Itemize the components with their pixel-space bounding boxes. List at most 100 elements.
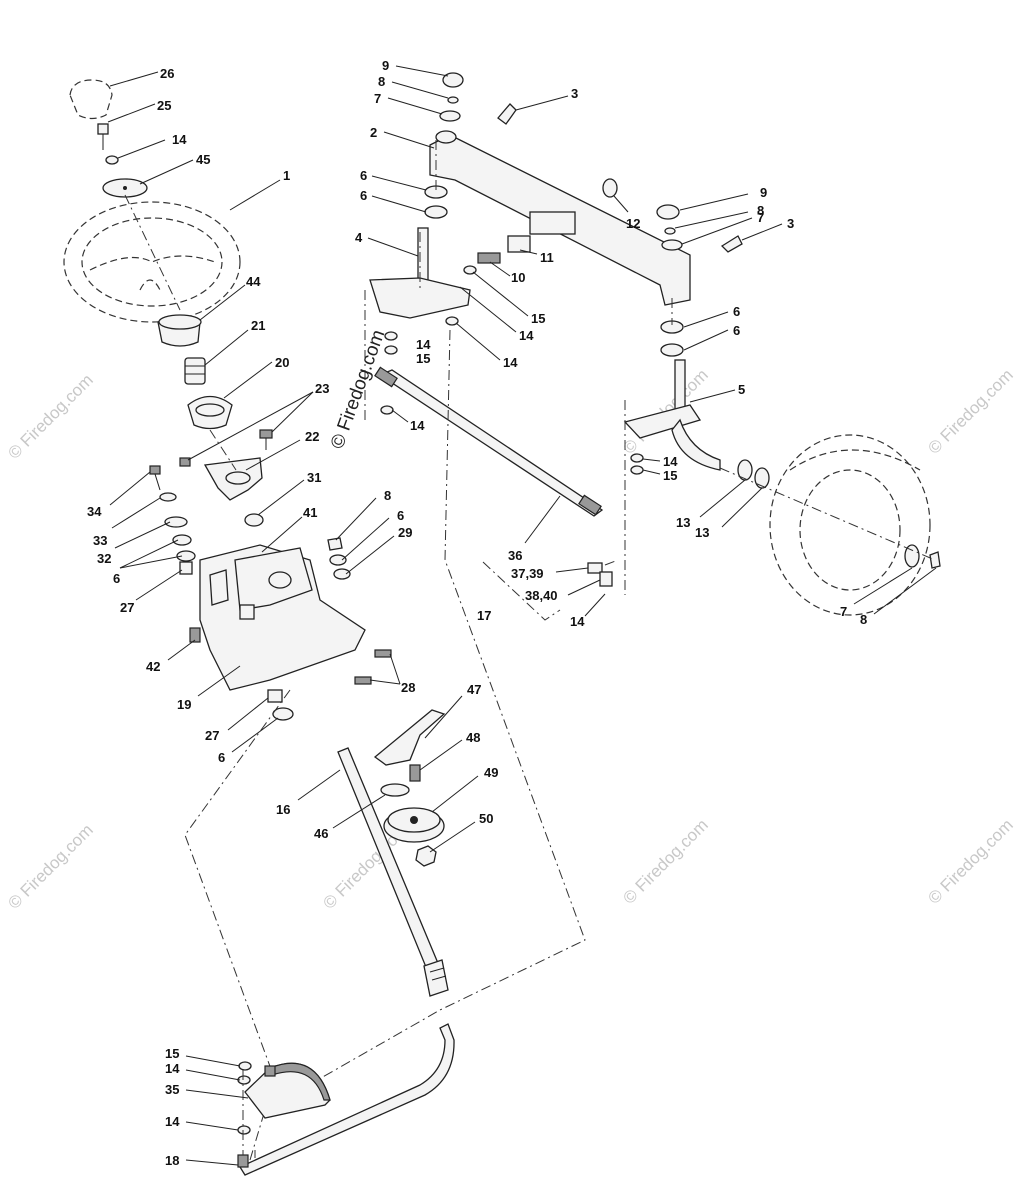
nut-15d — [238, 1061, 252, 1071]
callout-15: 15 — [531, 311, 545, 326]
nut-12 — [602, 178, 618, 198]
watermark-main: © Firedog.com — [327, 327, 389, 452]
washer-7b — [661, 239, 683, 251]
callout-47: 47 — [467, 682, 481, 697]
callout-6: 6 — [733, 304, 740, 319]
callout-18: 18 — [165, 1153, 179, 1168]
callout-38-40: 38,40 — [525, 588, 558, 603]
front-wheel — [769, 434, 931, 616]
callout-31: 31 — [307, 470, 321, 485]
steering-wheel-group — [63, 79, 273, 501]
bushing-6e — [424, 205, 448, 219]
callout-23: 23 — [315, 381, 329, 396]
callout-29: 29 — [398, 525, 412, 540]
washer-15b — [384, 345, 398, 355]
callout-36: 36 — [508, 548, 522, 563]
callout-19: 19 — [177, 697, 191, 712]
grease-fitting-3b — [720, 235, 743, 253]
callout-9: 9 — [760, 185, 767, 200]
spacer-27b — [267, 689, 283, 703]
bushing-6 — [435, 130, 457, 144]
callout-14: 14 — [410, 418, 425, 433]
callout-6: 6 — [360, 168, 367, 183]
callout-7: 7 — [757, 210, 764, 225]
spacer-29 — [333, 568, 351, 580]
callout-14: 14 — [165, 1114, 180, 1129]
callout-14: 14 — [165, 1061, 180, 1076]
steering-wheel — [63, 201, 241, 323]
cap-9 — [442, 72, 464, 88]
bracket-47 — [373, 709, 446, 766]
steering-shaft-group — [337, 747, 449, 997]
callout-44: 44 — [246, 274, 261, 289]
tie-rod-36 — [378, 369, 604, 517]
callout-37-39: 37,39 — [511, 566, 544, 581]
watermark-tile: © Firedog.com — [4, 370, 96, 462]
washer-7c — [904, 544, 920, 568]
callout-14: 14 — [503, 355, 518, 370]
pivot-bolt-10 — [477, 252, 501, 264]
steering-cap — [69, 79, 113, 120]
watermark-tile: © Firedog.com — [4, 820, 96, 912]
bolt-28 — [354, 676, 372, 685]
washer-14 — [105, 155, 119, 165]
bushing-6b — [329, 554, 347, 566]
callout-9: 9 — [382, 58, 389, 73]
bolt-28 — [374, 649, 392, 658]
callout-14: 14 — [570, 614, 585, 629]
callout-14: 14 — [663, 454, 678, 469]
callout-8: 8 — [384, 488, 391, 503]
clip-8b — [664, 227, 676, 235]
callout-3: 3 — [571, 86, 578, 101]
callout-48: 48 — [466, 730, 480, 745]
washer-7 — [439, 110, 461, 122]
callout-4: 4 — [355, 230, 363, 245]
washer-14f — [630, 453, 644, 463]
nut-50 — [415, 845, 437, 867]
pulley-group — [373, 709, 446, 867]
callout-32: 32 — [97, 551, 111, 566]
steering-support-group — [149, 465, 392, 721]
callout-13: 13 — [695, 525, 709, 540]
washer-14e — [445, 316, 459, 326]
watermark-tile: © Firedog.com — [924, 815, 1016, 907]
washer-14c — [384, 331, 398, 341]
callout-6: 6 — [360, 188, 367, 203]
shaft-gear — [423, 959, 449, 997]
callout-8: 8 — [860, 612, 867, 627]
callout-5: 5 — [738, 382, 745, 397]
washer-15c — [630, 465, 644, 475]
callout-22: 22 — [305, 429, 319, 444]
bolt-42 — [189, 627, 201, 643]
callout-7: 7 — [840, 604, 847, 619]
adapter-21 — [184, 357, 206, 385]
callout-34: 34 — [87, 504, 102, 519]
callout-45: 45 — [196, 152, 210, 167]
callout-35: 35 — [165, 1082, 179, 1097]
callout-15: 15 — [663, 468, 677, 483]
callout-8: 8 — [757, 203, 764, 218]
washer-14i — [237, 1125, 251, 1135]
callout-14: 14 — [416, 337, 431, 352]
callout-13: 13 — [676, 515, 690, 530]
callout-27: 27 — [205, 728, 219, 743]
callout-11: 11 — [540, 250, 554, 265]
callout-10: 10 — [511, 270, 525, 285]
spacer-46 — [380, 783, 410, 797]
callout-46: 46 — [314, 826, 328, 841]
leader-lines — [107, 65, 937, 1166]
callout-33: 33 — [93, 533, 107, 548]
washer-14d — [380, 405, 394, 415]
spacer-27 — [179, 561, 193, 575]
callout-12: 12 — [626, 216, 640, 231]
ball-joint-38-40 — [599, 571, 613, 587]
callout-14: 14 — [172, 132, 187, 147]
bolt-23 — [179, 457, 191, 467]
callout-25: 25 — [157, 98, 171, 113]
callout-15: 15 — [165, 1046, 179, 1061]
bushing-11 — [507, 235, 531, 253]
callout-labels: 26 25 14 45 1 44 21 20 23 22 31 34 33 32… — [87, 58, 867, 1168]
bushing-31 — [244, 513, 264, 527]
bolt-25 — [97, 123, 109, 135]
